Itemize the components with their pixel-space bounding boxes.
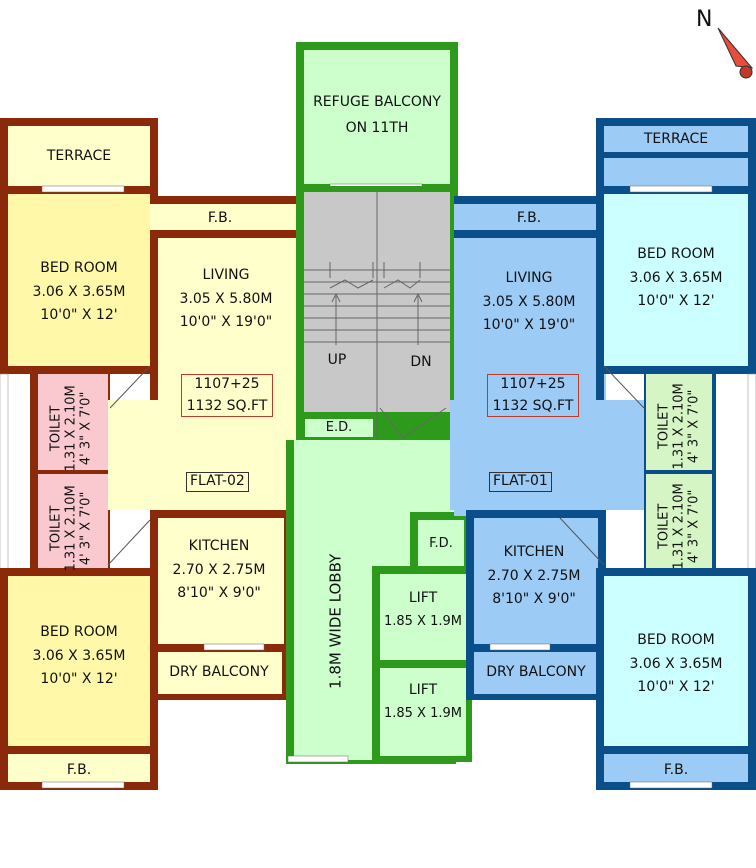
flat02-living-name: LIVING	[202, 267, 250, 283]
flat02-kitchen-label: KITCHEN 2.70 X 2.75M 8'10" X 9'0"	[158, 538, 280, 603]
lift-1-size: 1.85 X 1.9M	[383, 613, 462, 629]
lift-2-name: LIFT	[408, 682, 438, 698]
flat02-toilet-bottom-metric: 1.31 X 2.10M	[63, 485, 79, 572]
flat01-bed-bottom-label: BED ROOM 3.06 X 3.65M 10'0" X 12'	[604, 632, 748, 697]
flat01-toilet-top-name: TOILET	[656, 403, 672, 450]
flat02-kitchen-imperial: 8'10" X 9'0"	[177, 585, 261, 601]
flat02-kitchen-metric: 2.70 X 2.75M	[172, 561, 266, 578]
flat02-dry-balcony-label: DRY BALCONY	[169, 664, 269, 680]
flat02-living-label: LIVING 3.05 X 5.80M 10'0" X 19'0"	[154, 267, 298, 332]
flat01-fb-bottom-label: F.B.	[663, 762, 689, 778]
flat02-bed-top-name: BED ROOM	[40, 260, 118, 276]
flat02-bed-top-label: BED ROOM 3.06 X 3.65M 10'0" X 12'	[8, 260, 150, 325]
flat02-toilet-bottom-label: TOILET 1.31 X 2.10M 4' 3" X 7'0"	[48, 480, 95, 576]
stair-treads	[304, 262, 450, 439]
flat-01-walls-and-fills	[450, 118, 756, 790]
flat02-terrace-label: TERRACE	[8, 148, 150, 166]
flat01-bed-top-metric: 3.06 X 3.65M	[629, 269, 723, 286]
flat02-living-imperial: 10'0" X 19'0"	[179, 314, 273, 330]
flat-02-walls-and-fills	[0, 118, 304, 790]
flat02-area-line2: 1132 SQ.FT	[186, 397, 268, 414]
lobby-label: 1.8M WIDE LOBBY	[326, 553, 345, 689]
flat02-fb-bottom-label: F.B.	[66, 762, 92, 778]
flat01-kitchen-name: KITCHEN	[503, 544, 565, 560]
lift-2-size: 1.85 X 1.9M	[383, 705, 462, 721]
flat01-kitchen-label: KITCHEN 2.70 X 2.75M 8'10" X 9'0"	[474, 544, 594, 609]
flat01-bed-top-imperial: 10'0" X 12'	[637, 293, 715, 309]
fd-label: F.D.	[429, 536, 453, 551]
lift-1-label: LIFT 1.85 X 1.9M	[380, 590, 466, 630]
lift-1-name: LIFT	[408, 590, 438, 606]
flat01-dry-balcony-label: DRY BALCONY	[486, 664, 586, 680]
stair-dn-label: DN	[410, 354, 432, 370]
flat01-toilet-top-metric: 1.31 X 2.10M	[671, 383, 687, 470]
flat02-toilet-top-imperial: 4' 3" X 7'0"	[78, 391, 94, 466]
flat01-toilet-bottom-label: TOILET 1.31 X 2.10M 4' 3" X 7'0"	[656, 478, 703, 574]
flat02-toilet-top-name: TOILET	[48, 405, 64, 452]
flat02-bed-top-imperial: 10'0" X 12'	[40, 307, 118, 323]
flat02-kitchen-name: KITCHEN	[188, 538, 250, 554]
flat01-kitchen-imperial: 8'10" X 9'0"	[492, 591, 576, 607]
lift-2-label: LIFT 1.85 X 1.9M	[380, 682, 466, 722]
flat02-bed-bottom-metric: 3.06 X 3.65M	[32, 647, 126, 664]
flat01-bed-top-name: BED ROOM	[637, 246, 715, 262]
flat01-toilet-top-label: TOILET 1.31 X 2.10M 4' 3" X 7'0"	[656, 378, 703, 474]
flat01-terrace-label: TERRACE	[643, 131, 709, 147]
flat01-living-metric: 3.05 X 5.80M	[482, 293, 576, 310]
flat01-toilet-bottom-name: TOILET	[656, 503, 672, 550]
flat01-bed-bottom-metric: 3.06 X 3.65M	[629, 655, 723, 672]
flat01-area-box: 1107+25 1132 SQ.FT	[487, 374, 579, 417]
flat01-area-line2: 1132 SQ.FT	[492, 397, 574, 414]
refuge-line2: ON 11TH	[345, 119, 409, 136]
flat02-bed-bottom-name: BED ROOM	[40, 624, 118, 640]
flat02-fb-top-label: F.B.	[207, 210, 233, 226]
ed-label: E.D.	[325, 420, 353, 435]
flat02-toilet-top-label: TOILET 1.31 X 2.10M 4' 3" X 7'0"	[48, 380, 95, 476]
flat02-living-metric: 3.05 X 5.80M	[179, 290, 273, 307]
flat02-toilet-bottom-imperial: 4' 3" X 7'0"	[78, 491, 94, 566]
core-walls-and-fills	[286, 42, 472, 764]
flat01-fb-top-label: F.B.	[516, 210, 542, 226]
flat01-bed-bottom-imperial: 10'0" X 12'	[637, 679, 715, 695]
flat02-bed-top-metric: 3.06 X 3.65M	[32, 283, 126, 300]
refuge-balcony-label: REFUGE BALCONY ON 11TH	[304, 94, 450, 137]
flat01-living-label: LIVING 3.05 X 5.80M 10'0" X 19'0"	[458, 270, 600, 335]
flat01-living-imperial: 10'0" X 19'0"	[482, 317, 576, 333]
flat01-bed-bottom-name: BED ROOM	[637, 632, 715, 648]
flat02-bed-bottom-label: BED ROOM 3.06 X 3.65M 10'0" X 12'	[8, 624, 150, 689]
flat02-area-line1: 1107+25	[194, 376, 260, 392]
flat01-bed-top-label: BED ROOM 3.06 X 3.65M 10'0" X 12'	[604, 246, 748, 311]
compass-letter: N	[696, 7, 713, 32]
flat02-toilet-top-metric: 1.31 X 2.10M	[63, 385, 79, 472]
stair-up-label: UP	[327, 352, 347, 368]
refuge-line1: REFUGE BALCONY	[313, 94, 441, 110]
compass-needle-icon	[717, 27, 754, 79]
flat01-tag: FLAT-01	[489, 472, 552, 492]
flat01-toilet-bottom-imperial: 4' 3" X 7'0"	[686, 489, 702, 564]
flat01-area-line1: 1107+25	[500, 376, 566, 392]
flat01-toilet-top-imperial: 4' 3" X 7'0"	[686, 389, 702, 464]
flat01-kitchen-metric: 2.70 X 2.75M	[487, 567, 581, 584]
flat01-living-name: LIVING	[505, 270, 553, 286]
flat02-bed-bottom-imperial: 10'0" X 12'	[40, 671, 118, 687]
flat01-toilet-bottom-metric: 1.31 X 2.10M	[671, 483, 687, 570]
flat02-tag: FLAT-02	[186, 472, 249, 492]
flat02-toilet-bottom-name: TOILET	[48, 505, 64, 552]
flat02-area-box: 1107+25 1132 SQ.FT	[181, 374, 273, 417]
